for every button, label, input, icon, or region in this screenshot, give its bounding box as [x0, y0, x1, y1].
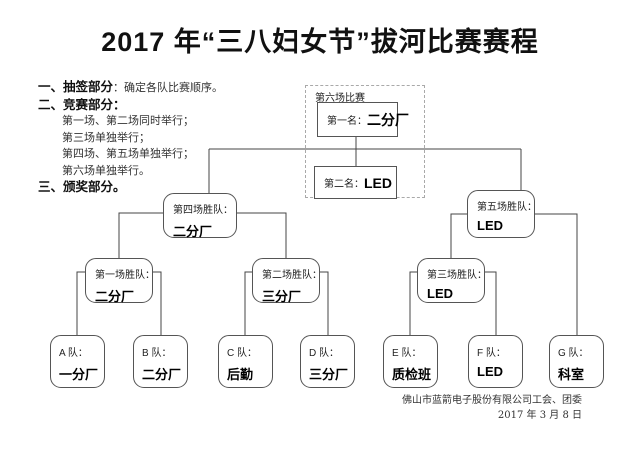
team-c-label: C 队：: [227, 348, 257, 359]
footer-signature: 佛山市蓝箭电子股份有限公司工会、团委 2017 年 3 月 8 日: [402, 393, 582, 423]
note-item-2-line-2: 第三场单独举行；: [62, 130, 150, 144]
team-e-label: E 队：: [392, 348, 422, 359]
team-d-label: D 队：: [309, 348, 339, 359]
match4-winner-team: 二分厂: [173, 224, 213, 239]
first-place-label: 第一名：: [327, 116, 367, 127]
match1-winner-label: 第一场胜队：: [95, 270, 155, 281]
note-item-1: 一、抽签部分：确定各队比赛顺序。: [38, 79, 308, 97]
first-place-team: 二分厂: [367, 111, 409, 128]
match3-winner-label: 第三场胜队：: [427, 270, 487, 281]
second-place-box: 第二名： LED: [314, 166, 397, 199]
page-title: 2017 年“三八妇女节”拔河比赛赛程: [101, 27, 539, 57]
match1-winner-team: 二分厂: [95, 289, 135, 304]
second-place-label: 第二名：: [324, 179, 364, 190]
match3-winner-team: LED: [427, 286, 453, 301]
team-a-label: A 队：: [59, 348, 88, 359]
second-place-team: LED: [364, 174, 392, 191]
team-e-name: 质检班: [392, 367, 432, 382]
team-g-box: G 队： 科室: [549, 335, 604, 388]
team-f-name: LED: [477, 364, 503, 379]
team-a-box: A 队： 一分厂: [50, 335, 105, 388]
note-item-3-heading: 三、颁奖部分。: [38, 180, 126, 194]
footer-organizer: 佛山市蓝箭电子股份有限公司工会、团委: [402, 395, 582, 406]
note-item-1-heading: 一、抽签部分: [38, 80, 114, 94]
match5-winner-team: LED: [477, 218, 503, 233]
notes-list: 一、抽签部分：确定各队比赛顺序。 二、竞赛部分： 第一场、第二场同时举行； 第三…: [38, 79, 308, 196]
note-item-2-line-1: 第一场、第二场同时举行；: [62, 114, 194, 127]
match2-winner-label: 第二场胜队：: [262, 270, 322, 281]
match1-winner-box: 第一场胜队： 二分厂: [85, 258, 155, 304]
match2-winner-team: 三分厂: [262, 289, 302, 304]
team-g-label: G 队：: [558, 348, 589, 359]
match4-winner-label: 第四场胜队：: [173, 205, 233, 216]
team-f-label: F 队：: [477, 348, 506, 359]
match5-winner-label: 第五场胜队：: [477, 202, 537, 213]
team-c-name: 后勤: [227, 367, 254, 382]
match3-winner-box: 第三场胜队： LED: [417, 258, 487, 303]
team-c-box: C 队： 后勤: [218, 335, 273, 388]
team-e-box: E 队： 质检班: [383, 335, 438, 388]
first-place-box: 第一名： 二分厂: [317, 102, 409, 137]
team-b-box: B 队： 二分厂: [133, 335, 188, 388]
note-item-1-text: ：确定各队比赛顺序。: [113, 81, 224, 94]
team-b-label: B 队：: [142, 348, 172, 359]
match4-winner-box: 第四场胜队： 二分厂: [163, 193, 237, 239]
team-f-box: F 队： LED: [468, 335, 523, 388]
team-d-name: 三分厂: [309, 367, 349, 382]
note-item-2-line-3: 第四场、第五场单独举行；: [62, 147, 194, 160]
note-item-2-heading: 二、竞赛部分：: [38, 97, 126, 112]
team-g-name: 科室: [558, 367, 585, 382]
team-d-box: D 队： 三分厂: [300, 335, 355, 388]
team-a-name: 一分厂: [59, 367, 99, 382]
match5-winner-box: 第五场胜队： LED: [467, 190, 537, 238]
note-item-2-line-4: 第六场单独举行。: [62, 163, 150, 177]
footer-date: 2017 年 3 月 8 日: [497, 410, 582, 421]
final-match-group-label: 第六场比赛: [315, 93, 365, 104]
match2-winner-box: 第二场胜队： 三分厂: [252, 258, 322, 304]
team-b-name: 二分厂: [142, 367, 182, 382]
